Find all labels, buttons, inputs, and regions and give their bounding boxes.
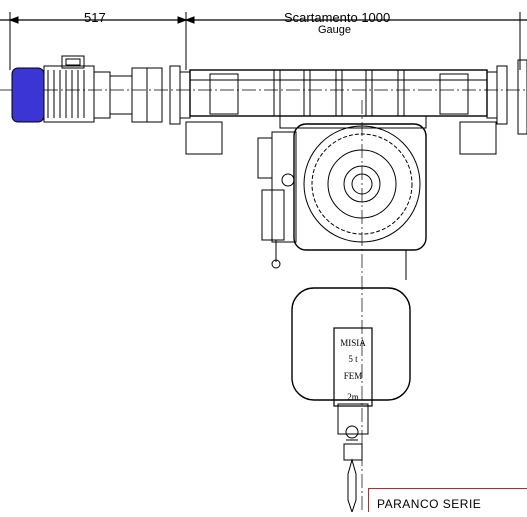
end-truck-right: [459, 59, 527, 155]
travel-motor: [11, 55, 163, 123]
gauge-label: Scartamento 1000: [284, 10, 391, 25]
title-block-text: PARANCO SERIE: [377, 497, 482, 511]
end-truck-left: [169, 65, 223, 155]
nameplate-group: 2m: [347, 392, 359, 402]
title-block: PARANCO SERIE: [368, 488, 527, 512]
left-dimension-label: 517: [84, 10, 106, 25]
hoist-trolley: [257, 123, 427, 280]
nameplate-brand: MISIA: [340, 338, 366, 348]
nameplate-class: FEM: [343, 371, 363, 381]
nameplate-capacity: 5 t: [348, 354, 358, 364]
gauge-sublabel: Gauge: [318, 24, 352, 36]
main-girder: [189, 69, 488, 129]
